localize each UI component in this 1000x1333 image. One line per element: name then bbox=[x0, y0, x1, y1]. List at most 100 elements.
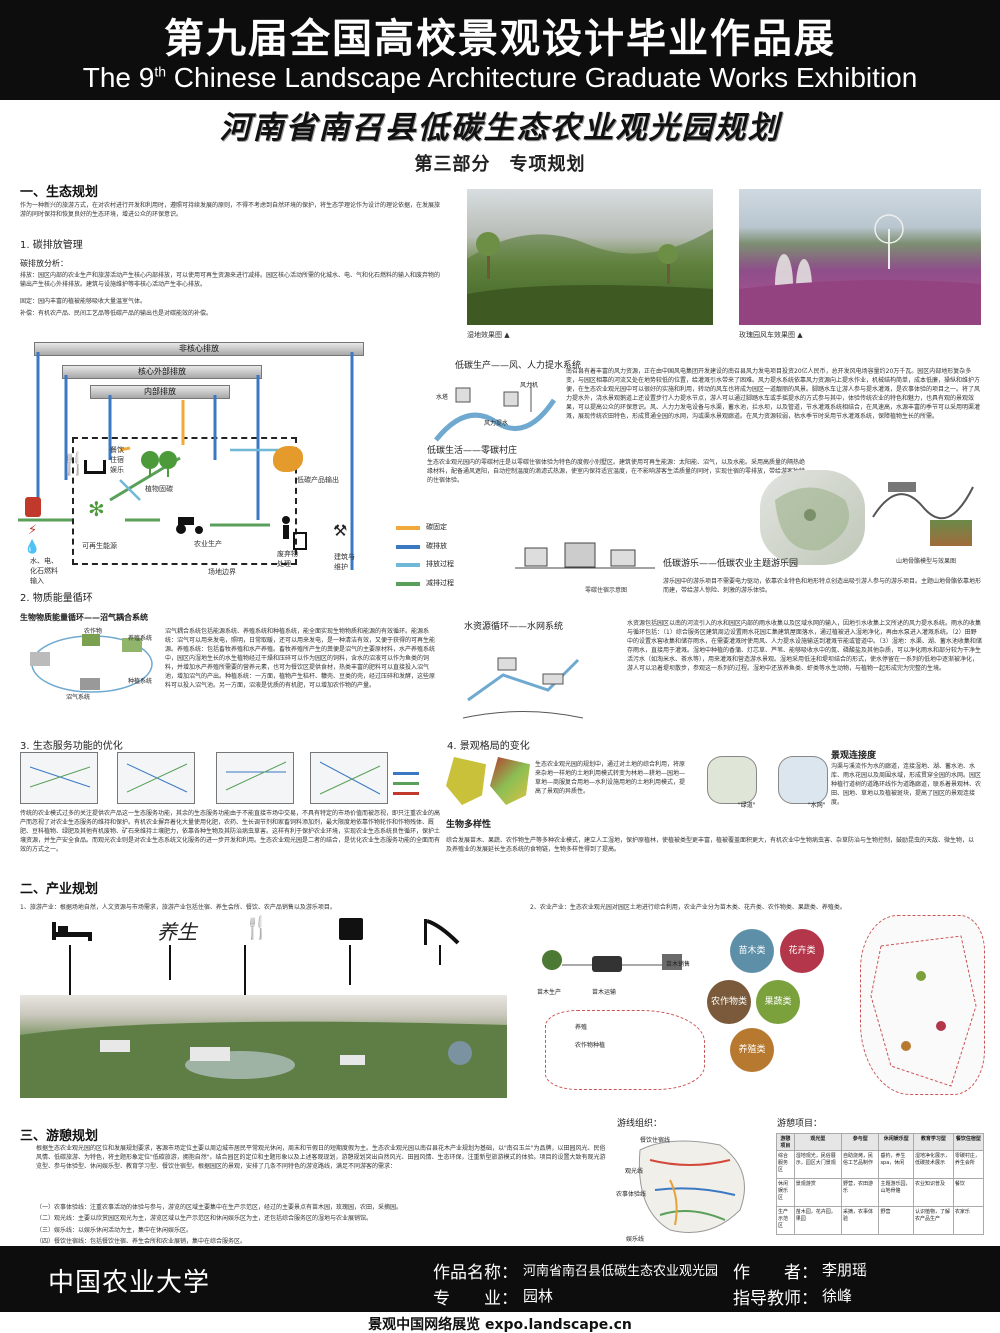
plants-label: 植物固碳 bbox=[145, 485, 173, 493]
energy-heading: 2. 物质能量循环 bbox=[20, 593, 93, 604]
route-3: （三）娱乐线：以娱乐休闲活动为主，集中在休闲娱乐区。 bbox=[36, 1227, 193, 1234]
legend-swatch-reduction bbox=[396, 582, 420, 586]
major-value: 园林 bbox=[523, 1287, 554, 1305]
table-row: 休闲娱乐区景观游赏野营，农田游乐主题游乐园，山地骨骼农业知识普及餐饮 bbox=[776, 1178, 985, 1207]
water-heading: 水资源循环——水网系统 bbox=[464, 622, 564, 632]
category-breeding: 养殖类 bbox=[730, 1028, 774, 1072]
energy-text: 沼气耦合系统包括能源系统、养殖系统和种植系统，能全面实现生物物质和能源的有效循环… bbox=[165, 628, 436, 689]
carbon-line-1: 排放：园区内部的农业生产和旅游活动产生核心内部排放，可以使用可再生资源来进行减排… bbox=[20, 272, 441, 288]
windpump-heading: 低碳生产——风、人力提水系统 bbox=[455, 361, 582, 371]
water-drop-icon: 💧 bbox=[24, 540, 41, 555]
service-text: 传统的农业模式过多的关注提供农产品这一生态服务功能，其余的生态服务功能由于不能直… bbox=[20, 810, 441, 853]
energy-label-crops: 农作物 bbox=[84, 628, 103, 635]
produce-icon bbox=[273, 446, 303, 472]
landuse-map-after bbox=[490, 757, 530, 805]
boundary-label: 场地边界 bbox=[208, 568, 236, 576]
route-label-entertainment: 娱乐线 bbox=[626, 1236, 645, 1243]
category-fruit-veg: 果蔬类 bbox=[756, 980, 800, 1024]
legend-process: 排放过程 bbox=[426, 560, 454, 568]
rose-garden-caption: 玫瑰园风车效果图 ▲ bbox=[739, 331, 803, 339]
table-header-cell: 休闲娱乐型 bbox=[878, 1133, 914, 1151]
table-cell: 综合服务区 bbox=[776, 1150, 795, 1179]
windpump-label-lift: 风力提水 bbox=[484, 420, 509, 427]
table-cell: 零碳村庄，养生会所 bbox=[952, 1150, 985, 1179]
table-cell: 休闲娱乐区 bbox=[776, 1178, 795, 1207]
table-body: 综合服务区湿地观光，民俗展示，园区大门景观自助烧烤，民俗工艺品制作垂钓，养生sp… bbox=[776, 1150, 985, 1235]
legend-reduction: 减排过程 bbox=[426, 579, 454, 587]
work-name-value: 河南省南召县低碳生态农业观光园 bbox=[523, 1264, 719, 1279]
inputs-label: 水、电、 化石燃料 输入 bbox=[30, 557, 58, 585]
exhibition-title-en: The 9th Chinese Landscape Architecture G… bbox=[82, 62, 918, 93]
hammer-icon: ⚒ bbox=[333, 521, 348, 540]
table-cell: 主题游乐园，山地骨骼 bbox=[878, 1178, 914, 1207]
chain-label-transport: 苗木运输 bbox=[592, 989, 617, 996]
work-name-label: 作品名称： bbox=[433, 1263, 518, 1283]
biogas-cycle-diagram bbox=[22, 626, 162, 696]
service-diagram-1 bbox=[20, 752, 98, 804]
lowcarbon-output-label: 低碳产品输出 bbox=[297, 476, 339, 484]
table-cell: 野营，农田游乐 bbox=[840, 1178, 880, 1207]
fuel-icon bbox=[25, 497, 41, 517]
table-cell: 垂钓，养生spa，休闲 bbox=[878, 1150, 914, 1179]
waternet-map bbox=[778, 756, 828, 804]
route-2: （二）观光线：主要以欣赏园区观光为主，游览区域以生产示范区和休闲娱乐区为主，还包… bbox=[36, 1215, 373, 1222]
exhibition-site-credit: 景观中国网络展览 expo.landscape.cn bbox=[368, 1317, 632, 1333]
bed-icon bbox=[84, 460, 106, 474]
waternet-label: "水网" bbox=[808, 802, 826, 809]
connectivity-heading: 景观连接度 bbox=[831, 751, 877, 761]
table-row: 生产示范区苗木园，花卉园，果园采摘，农事体验野营认识植物，了解农产品生产农家乐 bbox=[776, 1206, 985, 1235]
band-internal-emission: 内部排放 bbox=[90, 385, 230, 399]
advisor-label: 指导教师： bbox=[733, 1289, 818, 1309]
service-legend-blue bbox=[393, 772, 419, 775]
table-header-cell: 教育学习型 bbox=[912, 1133, 954, 1151]
legend-emission: 碳排放 bbox=[426, 542, 447, 550]
table-cell: 苗木园，花卉园，果园 bbox=[793, 1206, 843, 1235]
fork-knife-icon-large: 🍴 bbox=[243, 916, 271, 941]
renewable-label: 可再生能源 bbox=[82, 542, 117, 550]
route-label-dining: 餐饮住宿线 bbox=[640, 1137, 671, 1144]
carbon-heading: 1. 碳排放管理 bbox=[20, 240, 83, 251]
legend-fixation: 碳固定 bbox=[426, 523, 447, 531]
service-heading: 3. 生态服务功能的优化 bbox=[20, 741, 123, 752]
recreation-projects-table: 游憩项目观光型参与型休闲娱乐型教育学习型餐饮住宿型 综合服务区湿地观光，民俗展示… bbox=[776, 1133, 985, 1235]
connectivity-text: 沟渠与溪流作为水的廊道，连接湿地、湖、蓄水池、水库、雨水花园以及周围水域，形成贯… bbox=[831, 763, 982, 806]
agri-text: 2、农业产业：生态农业观光园对园区土地进行综合利用，农业产业分为苗木类、花卉类、… bbox=[530, 904, 846, 911]
yangsheng-calligraphy: 养生 bbox=[157, 920, 197, 944]
table-header-cell: 观光型 bbox=[793, 1133, 843, 1151]
lightning-icon: ⚡ bbox=[28, 523, 38, 538]
coaster-rendering-image bbox=[930, 520, 972, 546]
table-header-cell: 游憩项目 bbox=[776, 1133, 795, 1151]
service-diagram-arrows bbox=[29, 761, 381, 795]
school-name: 中国农业大学 bbox=[48, 1268, 211, 1298]
greenway-label: "绿道" bbox=[738, 802, 756, 809]
table-cell: 景观游赏 bbox=[793, 1178, 843, 1207]
category-flowers: 花卉类 bbox=[780, 929, 824, 973]
theme-park-map bbox=[760, 470, 865, 565]
service-legend-red bbox=[393, 792, 419, 795]
nursery-chain-diagram bbox=[532, 940, 702, 1000]
legend-swatch-process bbox=[396, 563, 420, 567]
biodiversity-text: 综合发展苗木、果蔬、农作物生产等多种农业模式，建立人工湿地，保护原植林，使植被类… bbox=[446, 837, 975, 853]
energy-label-planting: 种植系统 bbox=[128, 678, 153, 685]
footer-bar bbox=[0, 1246, 1000, 1312]
chain-label-sales: 苗木销售 bbox=[666, 961, 691, 968]
lodging-label: 餐饮 住宿 娱乐 bbox=[110, 446, 124, 474]
major-label: 专 业： bbox=[433, 1289, 518, 1309]
tree-icon bbox=[140, 450, 180, 478]
band-noncore-emission: 非核心排放 bbox=[34, 342, 364, 356]
windpump-diagram bbox=[426, 372, 557, 442]
aerial-park-rendering-image bbox=[20, 995, 507, 1098]
theme-park-heading: 低碳游乐——低碳农业主题游乐园 bbox=[663, 559, 799, 569]
shopping-bag-icon bbox=[339, 918, 363, 940]
table-cell: 餐饮 bbox=[952, 1178, 985, 1207]
exhibition-header: 第九届全国高校景观设计毕业作品展 The 9th Chinese Landsca… bbox=[0, 0, 1000, 100]
pattern-text: 生态农业观光园的规划中，通过对土地的综合利用，将原来杂地一样地的土地利用模式转变… bbox=[535, 761, 686, 795]
water-text: 水资源包括园区以南的河流引入的水和园区内部的雨水收集以及区域水网的输入，因地引水… bbox=[627, 620, 982, 672]
theme-park-text: 游乐园中的游乐项目不需要电力驱动，依靠农业特色和地形特点创造出吸引游人参与的游乐… bbox=[663, 578, 982, 594]
water-network-diagram bbox=[462, 640, 584, 720]
windmill-icon: ✻ bbox=[88, 497, 105, 521]
table-header-cell: 餐饮住宿型 bbox=[952, 1133, 985, 1151]
farm-production-label: 农业生产 bbox=[194, 540, 222, 548]
agri-zone-map bbox=[545, 1010, 705, 1090]
part-title: 第三部分 专项规划 bbox=[414, 154, 586, 175]
